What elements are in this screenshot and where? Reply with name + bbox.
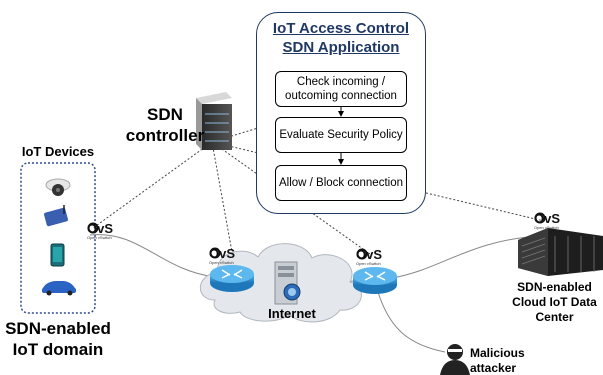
ovs-logo-switch2-icon — [356, 248, 368, 260]
step-evaluate-policy: Evaluate Security Policy — [275, 117, 407, 153]
link-switch2-attacker — [377, 291, 446, 353]
iot-domain-box — [20, 162, 96, 314]
control-link-iot — [92, 141, 213, 229]
step-arrows — [338, 107, 344, 165]
camera-icon — [45, 178, 71, 196]
car-icon — [42, 281, 76, 296]
wifi-router-icon — [44, 205, 68, 227]
step-check-connection: Check incoming / outcoming connection — [275, 71, 407, 107]
link-iot-switch1 — [89, 234, 216, 278]
iot-domain-label: SDN-enabled IoT domain — [5, 319, 111, 359]
control-link-switch1 — [211, 141, 233, 253]
app-title: IoT Access Control SDN Application — [257, 19, 425, 57]
ovs-sub-switch2: Open vSwitch — [356, 261, 381, 266]
app-title-line2: SDN Application — [282, 39, 400, 56]
ovs-logo-switch1-icon — [209, 247, 221, 259]
cloud-dc-label: SDN-enabled Cloud IoT Data Center — [512, 280, 597, 324]
iot-devices-header: IoT Devices — [21, 144, 95, 159]
attacker-icon — [440, 344, 470, 375]
attacker-label: Malicious attacker — [470, 346, 525, 375]
ovs-logo-cloud-icon — [534, 212, 546, 224]
ovs-sub-cloud: Open vSwitch — [534, 225, 559, 230]
smartphone-icon — [50, 243, 65, 267]
ovs-label-switch2: OvS — [356, 247, 383, 262]
iot-access-control-app-box: IoT Access Control SDN Application Check… — [256, 12, 426, 214]
controller-label: SDN controller — [125, 105, 205, 145]
step-allow-block: Allow / Block connection — [275, 165, 407, 201]
ovs-sub-iot: Open vSwitch — [87, 235, 112, 240]
ovs-sub-switch1: Open vSwitch — [209, 260, 234, 265]
app-title-line1: IoT Access Control — [272, 20, 410, 37]
datacenter-servers-icon — [518, 228, 603, 276]
ovs-label-iot: OvS — [87, 221, 114, 236]
switch-1-icon — [210, 265, 254, 292]
ovs-label-switch1: OvS — [209, 246, 236, 261]
switch-2-icon — [353, 267, 397, 294]
internet-server-icon — [274, 261, 301, 305]
ovs-label-cloud: OvS — [534, 211, 561, 226]
link-switch2-dc — [391, 235, 541, 279]
ovs-logo-iot-icon — [87, 222, 99, 234]
internet-label: Internet — [268, 306, 316, 321]
controller-server-icon — [196, 92, 232, 150]
